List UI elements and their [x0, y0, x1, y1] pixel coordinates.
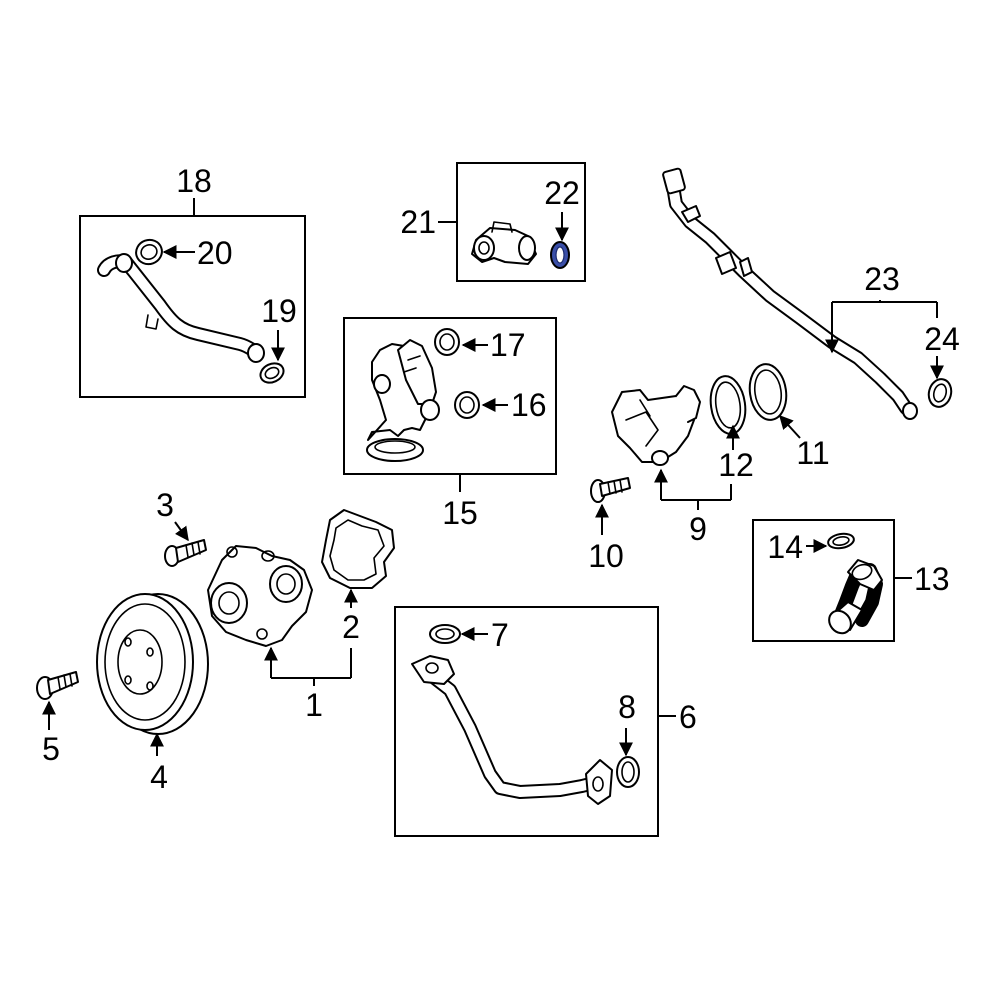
coolant-pipe-18: [97, 253, 265, 363]
gasket-11: [748, 363, 788, 421]
o-ring-8: [616, 756, 640, 788]
callout-1: 1: [305, 687, 323, 723]
callout-7: 7: [491, 617, 509, 653]
callout-10: 10: [588, 538, 624, 574]
callout-15: 15: [442, 495, 478, 531]
callout-8: 8: [618, 689, 636, 725]
callout-19: 19: [261, 293, 297, 329]
callout-11: 11: [796, 435, 829, 471]
leader-11: [779, 414, 801, 439]
o-ring-17: [434, 328, 460, 356]
coolant-pipe-6: [411, 655, 613, 805]
callout-9: 9: [689, 511, 707, 547]
hose-13: [828, 559, 883, 635]
callout-23: 23: [864, 261, 900, 297]
group-box-15: [343, 317, 557, 475]
housing-9: [611, 385, 701, 466]
callout-20: 20: [197, 235, 233, 271]
bolt-3: [164, 539, 207, 567]
leader-3: [174, 521, 189, 542]
group-box-18: [79, 215, 306, 398]
callout-6: 6: [679, 699, 697, 735]
o-ring-14: [827, 532, 855, 550]
callout-22: 22: [544, 175, 580, 211]
gasket-2: [321, 509, 395, 589]
o-ring-20: [135, 238, 163, 266]
seal-22-highlighted: [550, 241, 570, 269]
callout-18: 18: [176, 163, 212, 199]
callout-3: 3: [156, 487, 174, 523]
coolant-tube-23: [662, 167, 918, 420]
callout-4: 4: [150, 759, 168, 795]
thermostat-housing-15: [366, 339, 440, 462]
bolt-5: [36, 671, 79, 700]
group-box-13: [752, 519, 895, 642]
o-ring-7: [429, 624, 461, 644]
callout-24: 24: [924, 321, 960, 357]
callout-16: 16: [511, 387, 547, 423]
o-ring-19: [259, 362, 285, 384]
bolt-10: [590, 477, 631, 503]
callout-12: 12: [718, 447, 754, 483]
o-ring-16: [454, 391, 480, 419]
water-pump-1: [207, 545, 313, 647]
connector-21: [471, 221, 537, 265]
pulley-4: [96, 593, 209, 735]
group-box-6: [394, 606, 659, 837]
callout-2: 2: [342, 609, 360, 645]
callout-17: 17: [490, 327, 526, 363]
callout-13: 13: [914, 561, 950, 597]
callout-21: 21: [400, 204, 436, 240]
gasket-12: [709, 375, 747, 435]
callout-14: 14: [767, 529, 803, 565]
o-ring-24: [927, 378, 953, 408]
callout-5: 5: [42, 731, 60, 767]
